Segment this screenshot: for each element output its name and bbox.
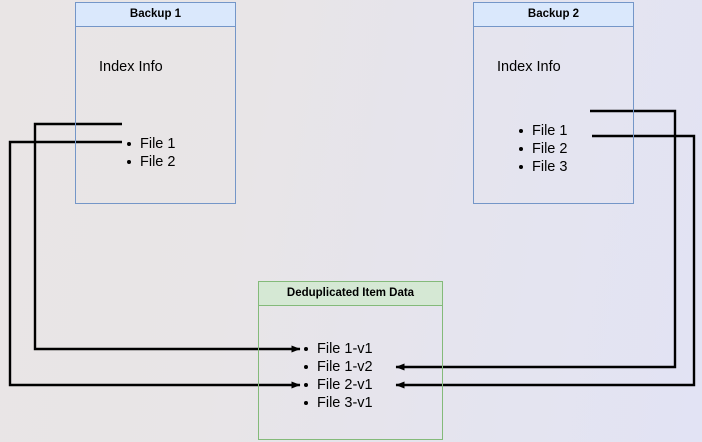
list-item: File 2 [126, 153, 175, 171]
node-backup-1-title: Backup 1 [76, 3, 235, 27]
node-backup-1[interactable]: Backup 1 Index Info File 1 File 2 [75, 2, 236, 204]
node-deduplicated-item-data-title: Deduplicated Item Data [259, 282, 442, 306]
node-deduplicated-item-data-body: File 1-v1 File 1-v2 File 2-v1 File 3-v1 [259, 306, 442, 439]
node-deduplicated-item-data[interactable]: Deduplicated Item Data File 1-v1 File 1-… [258, 281, 443, 440]
list-item: File 1-v2 [303, 358, 373, 376]
node-backup-2[interactable]: Backup 2 Index Info File 1 File 2 File 3 [473, 2, 634, 204]
node-backup-2-title: Backup 2 [474, 3, 633, 27]
list-item: File 3-v1 [303, 394, 373, 412]
node-backup-1-index-label: Index Info [99, 59, 163, 75]
node-deduplicated-item-data-list: File 1-v1 File 1-v2 File 2-v1 File 3-v1 [303, 340, 373, 412]
node-backup-2-index-label: Index Info [497, 59, 561, 75]
node-backup-2-body: Index Info File 1 File 2 File 3 [474, 27, 633, 203]
list-item: File 2 [518, 140, 567, 158]
node-backup-2-file-list: File 1 File 2 File 3 [518, 122, 567, 176]
list-item: File 1 [126, 135, 175, 153]
node-backup-1-file-list: File 1 File 2 [126, 135, 175, 171]
list-item: File 1 [518, 122, 567, 140]
list-item: File 2-v1 [303, 376, 373, 394]
list-item: File 1-v1 [303, 340, 373, 358]
list-item: File 3 [518, 158, 567, 176]
node-backup-1-body: Index Info File 1 File 2 [76, 27, 235, 203]
